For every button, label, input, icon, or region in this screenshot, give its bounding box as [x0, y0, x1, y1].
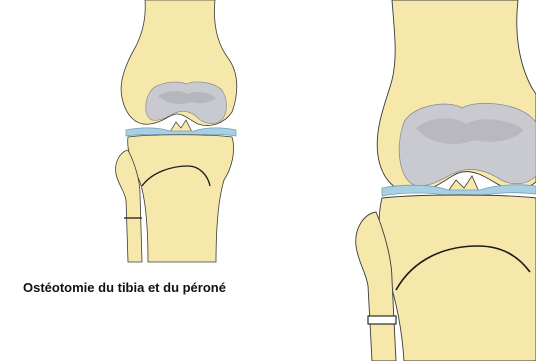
tibia-large: [379, 195, 536, 361]
knee-small: [116, 0, 237, 262]
cartilage-large: [399, 103, 536, 186]
tibia-small: [128, 135, 234, 262]
knee-large: [356, 0, 536, 361]
tibial-spine-small: [170, 120, 192, 132]
fibula-osteotomy-gap-large: [368, 316, 396, 324]
caption: Ostéotomie du tibia et du péroné: [23, 280, 226, 295]
